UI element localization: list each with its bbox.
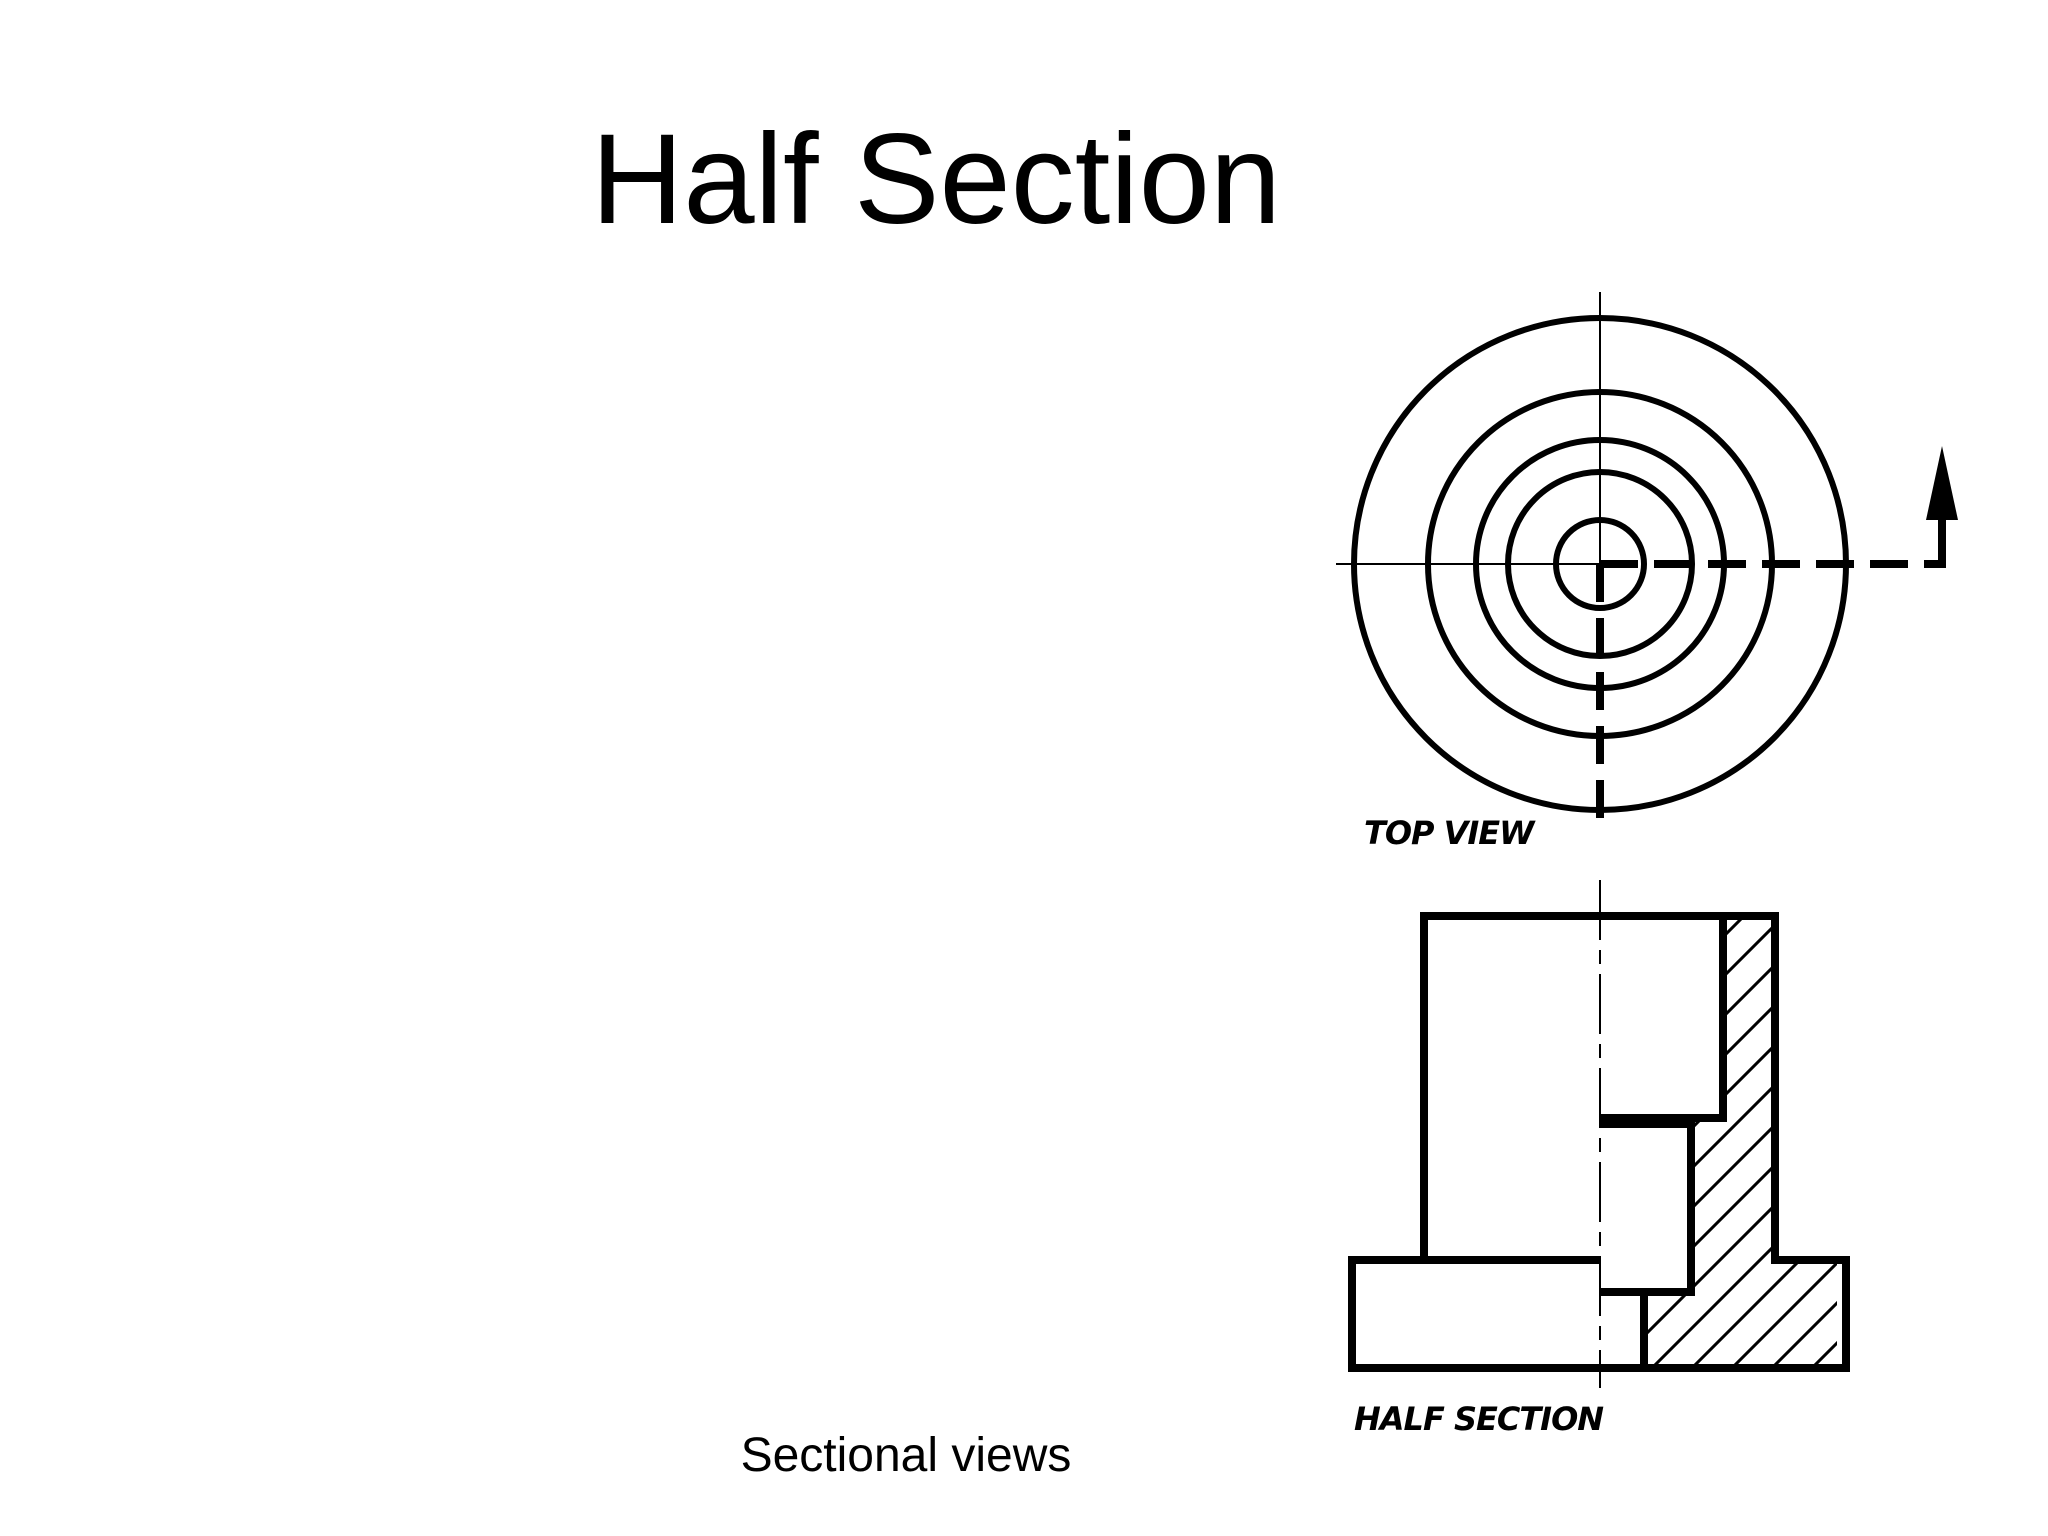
hole-circle <box>1553 517 1647 611</box>
hatch-line <box>1642 920 1837 1364</box>
section-hatching <box>1642 920 1837 1364</box>
hatch-line <box>1698 920 1837 1364</box>
hatch-line <box>1642 920 1837 1364</box>
hatch-line <box>1642 920 1837 1364</box>
hatch-line <box>1642 920 1782 1364</box>
hatch-line <box>1642 920 1822 1364</box>
hatch-line <box>1642 920 1837 1364</box>
hatch-line <box>1642 920 1742 1364</box>
top-view-label: TOP VIEW <box>1364 814 1536 852</box>
hatch-line <box>1658 920 1837 1364</box>
slide-footer: Sectional views <box>740 1429 1072 1482</box>
counterbore-edge <box>1600 916 1727 1122</box>
hatch-line <box>1642 920 1837 1364</box>
hatch-line <box>1738 920 1837 1364</box>
view-direction-arrow-icon <box>1926 446 1958 520</box>
bore-edge <box>1600 1120 1695 1296</box>
hatch-line <box>1642 920 1662 1364</box>
top-view: TOP VIEW <box>1336 292 1958 852</box>
hatch-line <box>1818 920 1837 1364</box>
hatch-line <box>1642 920 1837 1364</box>
hatch-line <box>1778 920 1837 1364</box>
half-section-label: HALF SECTION <box>1354 1400 1604 1438</box>
slide-title: Half Section <box>590 108 1282 251</box>
half-section-view: HALF SECTION <box>1348 880 1850 1438</box>
hatch-line <box>1642 920 1702 1364</box>
